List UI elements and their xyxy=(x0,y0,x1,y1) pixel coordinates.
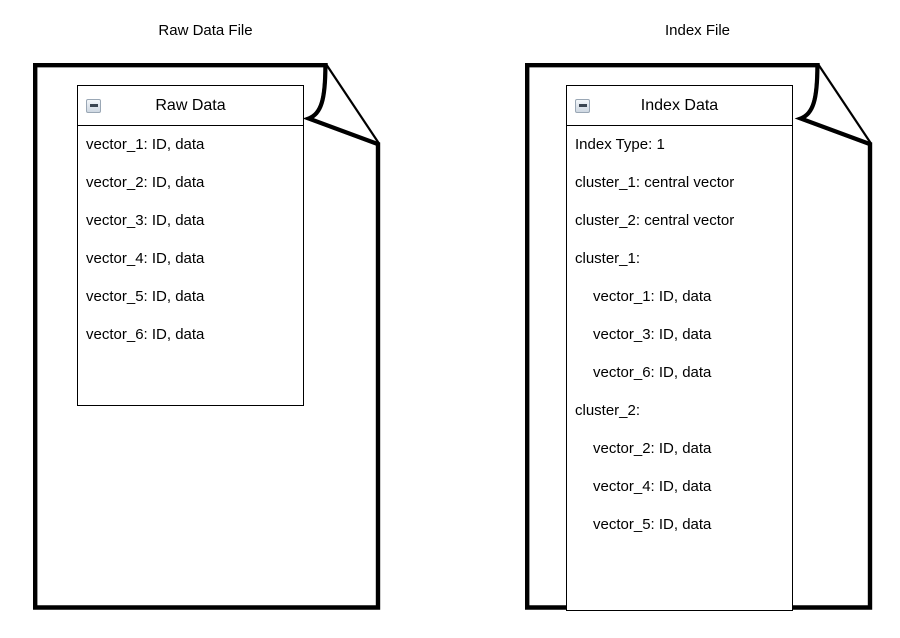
table-row: vector_4: ID, data xyxy=(593,478,712,495)
table-row-cluster-1: cluster_1: xyxy=(575,250,641,267)
table-row: vector_6: ID, data xyxy=(86,326,205,343)
document-raw-data-file: Raw Data File Raw Data vector_1: ID, dat… xyxy=(33,22,381,612)
table-row: cluster_2: central vector xyxy=(575,212,735,229)
table-header-raw-data: Raw Data xyxy=(78,86,303,126)
table-row: Index Type: 1 xyxy=(575,136,665,153)
table-row: vector_1: ID, data xyxy=(86,136,205,153)
minus-square-icon[interactable] xyxy=(86,98,101,113)
minus-square-icon[interactable] xyxy=(575,98,590,113)
table-row: cluster_1: central vector xyxy=(575,174,735,191)
table-row: vector_3: ID, data xyxy=(593,326,712,343)
table-row-cluster-2: cluster_2: xyxy=(575,402,641,419)
table-row: vector_1: ID, data xyxy=(593,288,712,305)
table-title-index-data: Index Data xyxy=(640,96,719,114)
document-index-file: Index File Index Data Index Type: 1 clus… xyxy=(525,22,873,612)
table-row: vector_2: ID, data xyxy=(86,174,205,191)
table-raw-data: Raw Data vector_1: ID, data vector_2: ID… xyxy=(77,85,304,406)
table-row: vector_4: ID, data xyxy=(86,250,205,267)
minus-glyph xyxy=(578,104,587,107)
table-row: vector_6: ID, data xyxy=(593,364,712,381)
row-list-index-data: Index Type: 1 cluster_1: central vector … xyxy=(567,126,792,544)
table-index-data: Index Data Index Type: 1 cluster_1: cent… xyxy=(566,85,793,611)
table-row: vector_5: ID, data xyxy=(593,516,712,533)
table-row: vector_2: ID, data xyxy=(593,440,712,457)
table-row: vector_3: ID, data xyxy=(86,212,205,229)
document-caption-index-file: Index File xyxy=(664,22,731,39)
table-row: vector_5: ID, data xyxy=(86,288,205,305)
row-list-raw-data: vector_1: ID, data vector_2: ID, data ve… xyxy=(78,126,303,354)
minus-glyph xyxy=(89,104,98,107)
document-caption-raw-data-file: Raw Data File xyxy=(158,22,253,39)
table-title-raw-data: Raw Data xyxy=(155,96,226,114)
table-header-index-data: Index Data xyxy=(567,86,792,126)
